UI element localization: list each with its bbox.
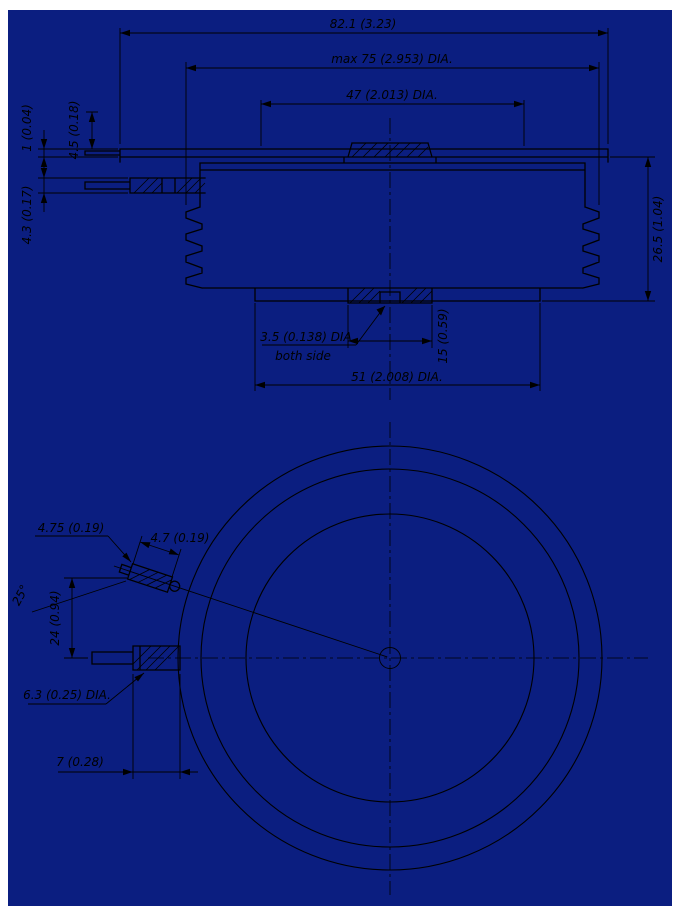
gate-terminal-angled-hatch [129, 569, 172, 589]
dim-center-boss-width: 15 (0.59) [436, 308, 450, 363]
side-dimension-lines [38, 28, 655, 391]
dim-top-pole-diameter: 47 (2.013) DIA. [346, 88, 438, 102]
drawing-background [8, 10, 672, 906]
dim-bottom-pole-diameter: 51 (2.008) DIA. [351, 370, 443, 384]
dim-terminal-diameter: 6.3 (0.25) DIA. [23, 688, 111, 702]
center-hole-circle [379, 647, 401, 669]
dim-terminal-length: 7 (0.28) [56, 755, 104, 769]
gate-terminal-horizontal [91, 645, 181, 671]
dim-gate-offset: 24 (0.94) [48, 590, 62, 645]
dim-overall-width: 82.1 (3.23) [330, 17, 397, 31]
gate-axis-line [113, 565, 388, 658]
dim-gate-terminal-width: 4.75 (0.19) [38, 521, 105, 535]
dim-lid-thickness: 1 (0.04) [20, 104, 34, 152]
gate-terminal-horizontal-hatch [132, 645, 180, 671]
dim-lid-height: 4.5 (0.18) [67, 101, 81, 160]
dim-housing-height: 26.5 (1.04) [651, 196, 665, 263]
flange-circle [200, 468, 580, 848]
side-view: 82.1 (3.23) max 75 (2.953) DIA. 47 (2.01… [20, 17, 665, 400]
plan-view: 4.75 (0.19) 4.7 (0.19) 25° 24 (0.94) 6.3… [9, 422, 648, 895]
side-dimension-arrows [40, 29, 652, 389]
dim-max-diameter: max 75 (2.953) DIA. [331, 52, 453, 66]
gate-terminal-rivet [169, 580, 181, 592]
pole-face-circle [245, 513, 535, 803]
dim-gate-lead-diameter: 4.3 (0.17) [20, 186, 34, 245]
section-hatching [133, 142, 433, 304]
gate-terminal-angled-outline [118, 562, 174, 594]
dim-gate-terminal-end-width: 4.7 (0.19) [151, 531, 210, 545]
plan-centerlines [148, 422, 648, 895]
dim-center-hole-note: both side [275, 349, 331, 363]
housing-section-outline [84, 142, 609, 304]
outer-circle [177, 445, 603, 871]
gate-terminal-angled [113, 562, 388, 658]
plan-dimension-lines [28, 535, 198, 779]
dim-center-hole-diameter: 3.5 (0.138) DIA. [260, 330, 355, 344]
